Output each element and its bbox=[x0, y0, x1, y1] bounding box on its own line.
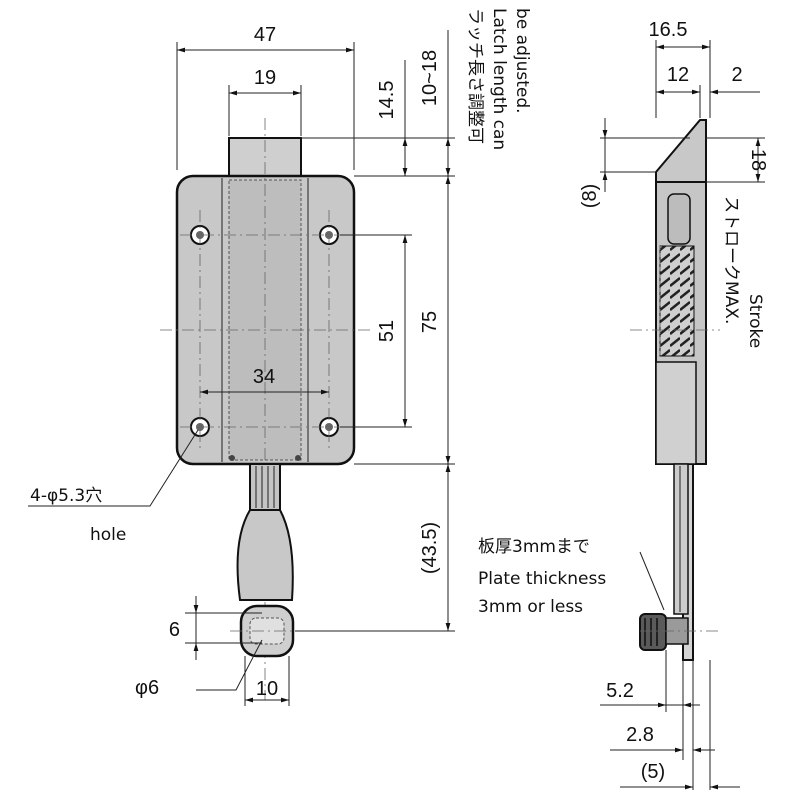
front-view: 47 19 34 51 14.5 75 10~18 (43.5) ラッチ bbox=[28, 8, 532, 706]
side-knob bbox=[639, 613, 667, 651]
spring bbox=[659, 245, 695, 357]
note-plate-en1: Plate thickness bbox=[478, 569, 606, 589]
note-plate-en2: 3mm or less bbox=[478, 597, 583, 617]
dim-height-body: 75 bbox=[419, 311, 441, 333]
side-view: 16.5 12 2 (8) 18 ストロークMAX. Stroke 板厚3mmま… bbox=[478, 19, 769, 790]
knob-stem bbox=[249, 463, 281, 511]
dim-width-latch: 19 bbox=[254, 67, 276, 89]
dim-stroke: 18 bbox=[747, 149, 769, 171]
dim-five: (5) bbox=[641, 761, 665, 783]
dim-two-point-eight: 2.8 bbox=[626, 724, 654, 746]
latch-bevel bbox=[655, 119, 707, 183]
note-latch-jp: ラッチ長さ調整可 bbox=[465, 8, 485, 144]
dim-hole-pitch-h: 34 bbox=[253, 366, 275, 388]
dim-hole-pitch-v: 51 bbox=[376, 320, 398, 342]
note-stroke-en: Stroke bbox=[745, 294, 765, 348]
note-hole-spec: 4-φ5.3穴 bbox=[30, 486, 102, 506]
note-latch-en1: Latch length can bbox=[489, 8, 509, 150]
dim-width-body: 47 bbox=[254, 24, 276, 46]
dim-knob-six: 6 bbox=[169, 619, 180, 641]
knob-handle bbox=[236, 509, 294, 601]
dim-latch-projection: 14.5 bbox=[376, 81, 398, 120]
dim-bevel: (8) bbox=[579, 184, 601, 208]
dim-body-depth: 12 bbox=[667, 64, 689, 86]
note-plate-jp: 板厚3mmまで bbox=[478, 537, 590, 557]
dim-latch-adjust: 10~18 bbox=[419, 50, 441, 106]
note-hole-label: hole bbox=[90, 525, 126, 545]
dim-flange: 2 bbox=[731, 64, 742, 86]
dim-knob-length: (43.5) bbox=[419, 522, 441, 574]
dim-five-point-two: 5.2 bbox=[606, 680, 634, 702]
dim-knob-diameter: φ6 bbox=[135, 677, 159, 699]
note-latch-en2: be adjusted. bbox=[512, 8, 532, 114]
dim-knob-width: 10 bbox=[256, 678, 278, 700]
note-stroke-jp: ストロークMAX. bbox=[721, 196, 741, 324]
dim-total-depth: 16.5 bbox=[649, 19, 688, 41]
